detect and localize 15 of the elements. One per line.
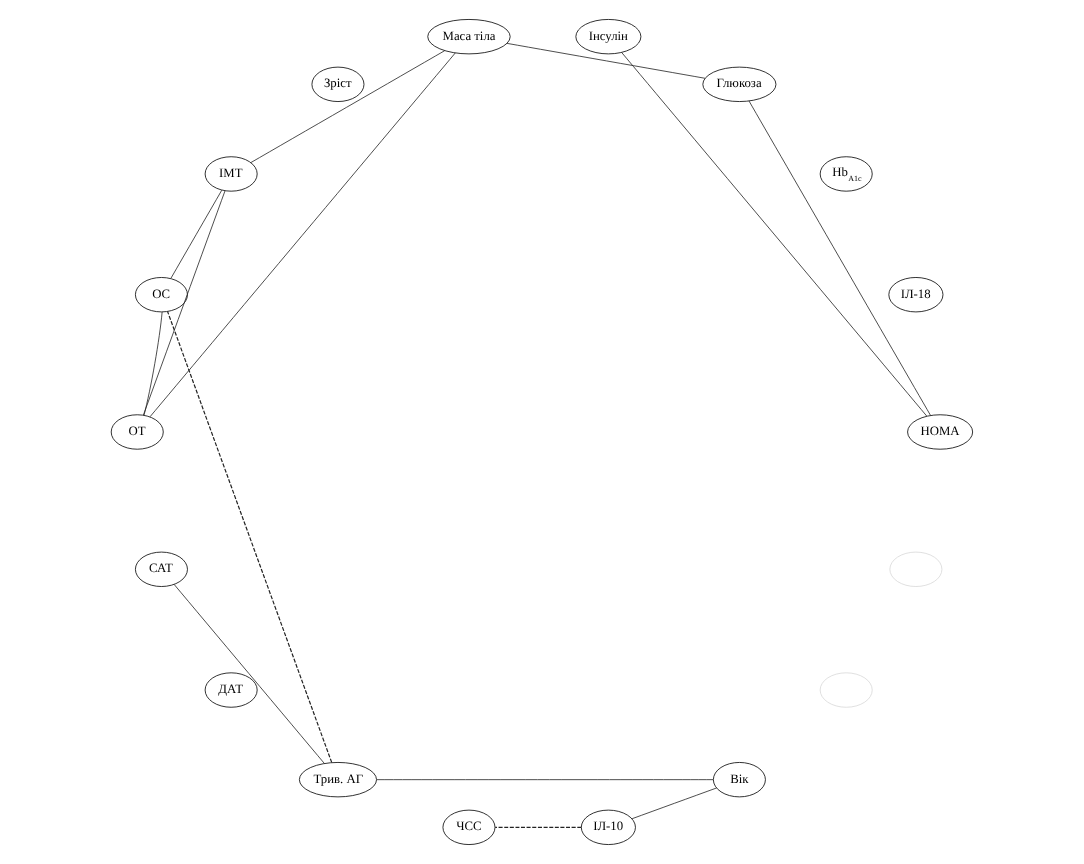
node-ellipse bbox=[819, 672, 873, 708]
connector bbox=[170, 189, 223, 279]
connector bbox=[494, 826, 582, 828]
connector bbox=[149, 52, 456, 418]
connector bbox=[506, 42, 706, 79]
connector bbox=[143, 311, 163, 416]
connector bbox=[173, 583, 325, 764]
connector bbox=[143, 190, 226, 416]
node-ellipse bbox=[889, 551, 943, 587]
connector bbox=[631, 787, 717, 820]
connector bbox=[621, 52, 928, 417]
connector bbox=[376, 779, 714, 781]
connector bbox=[166, 310, 333, 763]
connector bbox=[250, 50, 446, 163]
connector bbox=[748, 100, 931, 416]
